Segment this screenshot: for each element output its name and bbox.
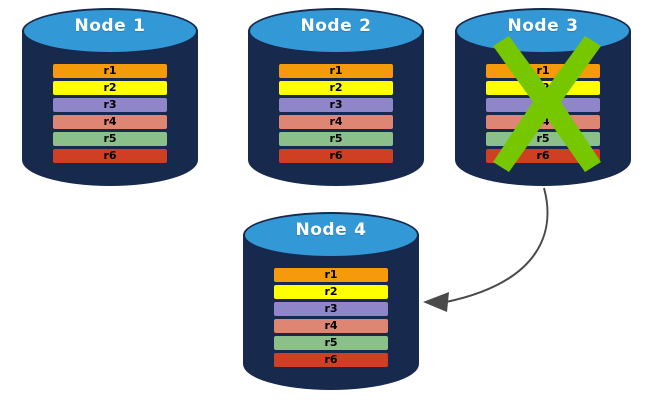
data-row[interactable]: r6 [486,149,600,163]
data-row-list-2: r1 r2 r3 r4 r5 r6 [279,64,393,163]
data-row[interactable]: r6 [279,149,393,163]
data-row[interactable]: r4 [486,115,600,129]
data-row[interactable]: r4 [274,319,388,333]
data-row[interactable]: r1 [53,64,167,78]
data-row[interactable]: r4 [279,115,393,129]
data-row[interactable]: r6 [274,353,388,367]
data-row[interactable]: r1 [486,64,600,78]
data-row-list-1: r1 r2 r3 r4 r5 r6 [53,64,167,163]
data-row[interactable]: r2 [279,81,393,95]
data-row-list-3: r1 r2 r3 r4 r5 r6 [486,64,600,163]
data-row[interactable]: r1 [279,64,393,78]
data-row[interactable]: r2 [53,81,167,95]
cylinder-top-ellipse [22,8,198,54]
cylinder-body [243,234,419,390]
data-row[interactable]: r5 [486,132,600,146]
data-row[interactable]: r3 [486,98,600,112]
arrowhead-icon [423,292,449,312]
data-row[interactable]: r3 [274,302,388,316]
data-row[interactable]: r5 [53,132,167,146]
data-row[interactable]: r5 [274,336,388,350]
data-row[interactable]: r2 [274,285,388,299]
data-row[interactable]: r1 [274,268,388,282]
data-row[interactable]: r4 [53,115,167,129]
data-row[interactable]: r3 [53,98,167,112]
cylinder-top-ellipse [248,8,424,54]
data-row[interactable]: r5 [279,132,393,146]
data-row[interactable]: r6 [53,149,167,163]
data-row[interactable]: r3 [279,98,393,112]
cylinder-top-ellipse [243,212,419,258]
cylinder-top-ellipse [455,8,631,54]
data-row[interactable]: r2 [486,81,600,95]
data-row-list-4: r1 r2 r3 r4 r5 r6 [274,268,388,367]
